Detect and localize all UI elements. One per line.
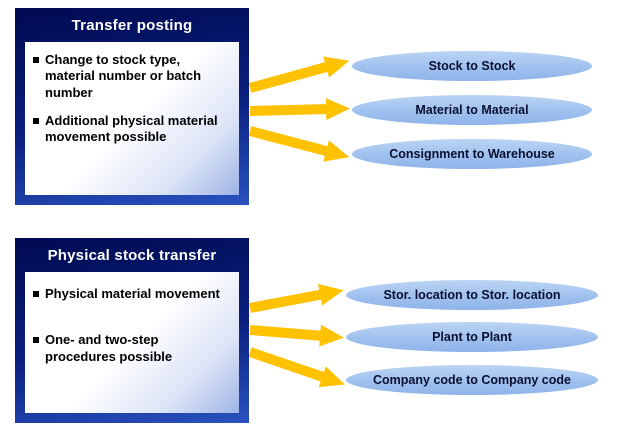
target-ellipse-stor-location: Stor. location to Stor. location bbox=[346, 280, 598, 310]
target-ellipse-stock-to-stock: Stock to Stock bbox=[352, 51, 592, 81]
bullet-item: Physical material movement bbox=[33, 286, 231, 302]
arrow-material-to-material bbox=[249, 98, 350, 121]
bullet-item: Change to stock type, material number or… bbox=[33, 52, 231, 101]
arrow-stock-to-stock bbox=[248, 56, 350, 93]
bullet-text: One- and two-step procedures possible bbox=[45, 332, 173, 364]
bullet-icon bbox=[33, 291, 39, 297]
target-ellipse-material-to-material: Material to Material bbox=[352, 95, 592, 125]
panel-title: Physical stock transfer bbox=[47, 247, 217, 264]
panel-body: Physical material movement One- and two-… bbox=[25, 272, 239, 413]
panel-body: Change to stock type, material number or… bbox=[25, 42, 239, 195]
bullet-icon bbox=[33, 117, 39, 124]
bullet-item: Additional physical material movement po… bbox=[33, 113, 231, 146]
panel-physical-stock-transfer: Physical stock transfer Physical materia… bbox=[15, 238, 249, 423]
arrow-company-code bbox=[248, 347, 345, 388]
arrow-stor-location bbox=[249, 283, 344, 313]
bullet-text: Change to stock type, material number or… bbox=[45, 52, 202, 100]
panel-title: Transfer posting bbox=[71, 17, 193, 34]
arrow-plant-to-plant bbox=[249, 324, 344, 347]
target-ellipse-company-code: Company code to Company code bbox=[346, 365, 598, 395]
bullet-text: Additional physical material movement po… bbox=[45, 112, 218, 144]
target-ellipse-consignment-to-warehouse: Consignment to Warehouse bbox=[352, 139, 592, 169]
bullet-icon bbox=[33, 57, 39, 63]
bullet-text: Physical material movement bbox=[45, 286, 220, 301]
bullet-icon bbox=[33, 337, 39, 344]
panel-transfer-posting: Transfer posting Change to stock type, m… bbox=[15, 8, 249, 205]
arrow-consignment-to-warehouse bbox=[248, 126, 350, 162]
target-ellipse-plant-to-plant: Plant to Plant bbox=[346, 322, 598, 352]
bullet-item: One- and two-step procedures possible bbox=[33, 332, 231, 365]
